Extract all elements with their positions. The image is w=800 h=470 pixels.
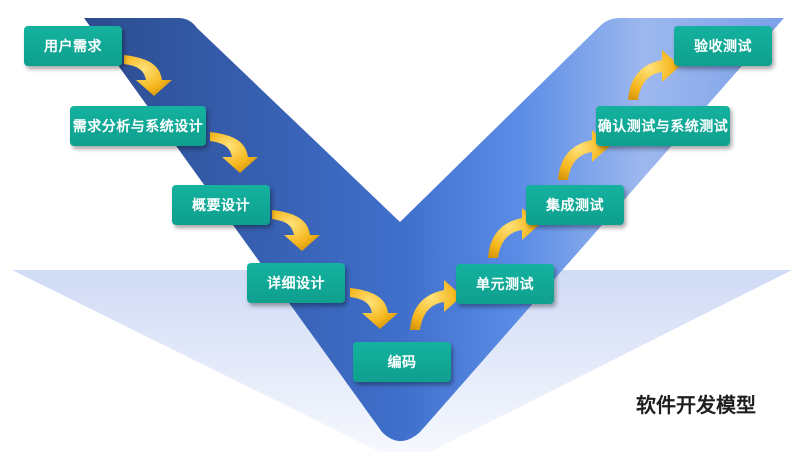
curved-arrow-icon	[410, 280, 462, 330]
curved-arrow-icon	[350, 288, 398, 329]
diagram-title: 软件开发模型	[636, 393, 756, 417]
arrows-down	[124, 55, 398, 329]
curved-arrow-icon	[124, 55, 172, 96]
step-integration-test: 集成测试	[526, 185, 624, 225]
step-outline-design: 概要设计	[172, 185, 270, 225]
step-requirement-analysis: 需求分析与系统设计	[70, 106, 206, 146]
curved-arrow-icon	[210, 132, 258, 173]
step-detailed-design: 详细设计	[247, 263, 345, 303]
curved-arrow-icon	[628, 50, 680, 100]
curved-arrow-icon	[272, 210, 320, 251]
step-coding: 编码	[353, 342, 451, 382]
step-acceptance-test: 验收测试	[674, 26, 772, 66]
step-user-requirements: 用户需求	[24, 26, 122, 66]
step-unit-test: 单元测试	[456, 264, 554, 304]
step-confirmation-test: 确认测试与系统测试	[596, 106, 730, 146]
